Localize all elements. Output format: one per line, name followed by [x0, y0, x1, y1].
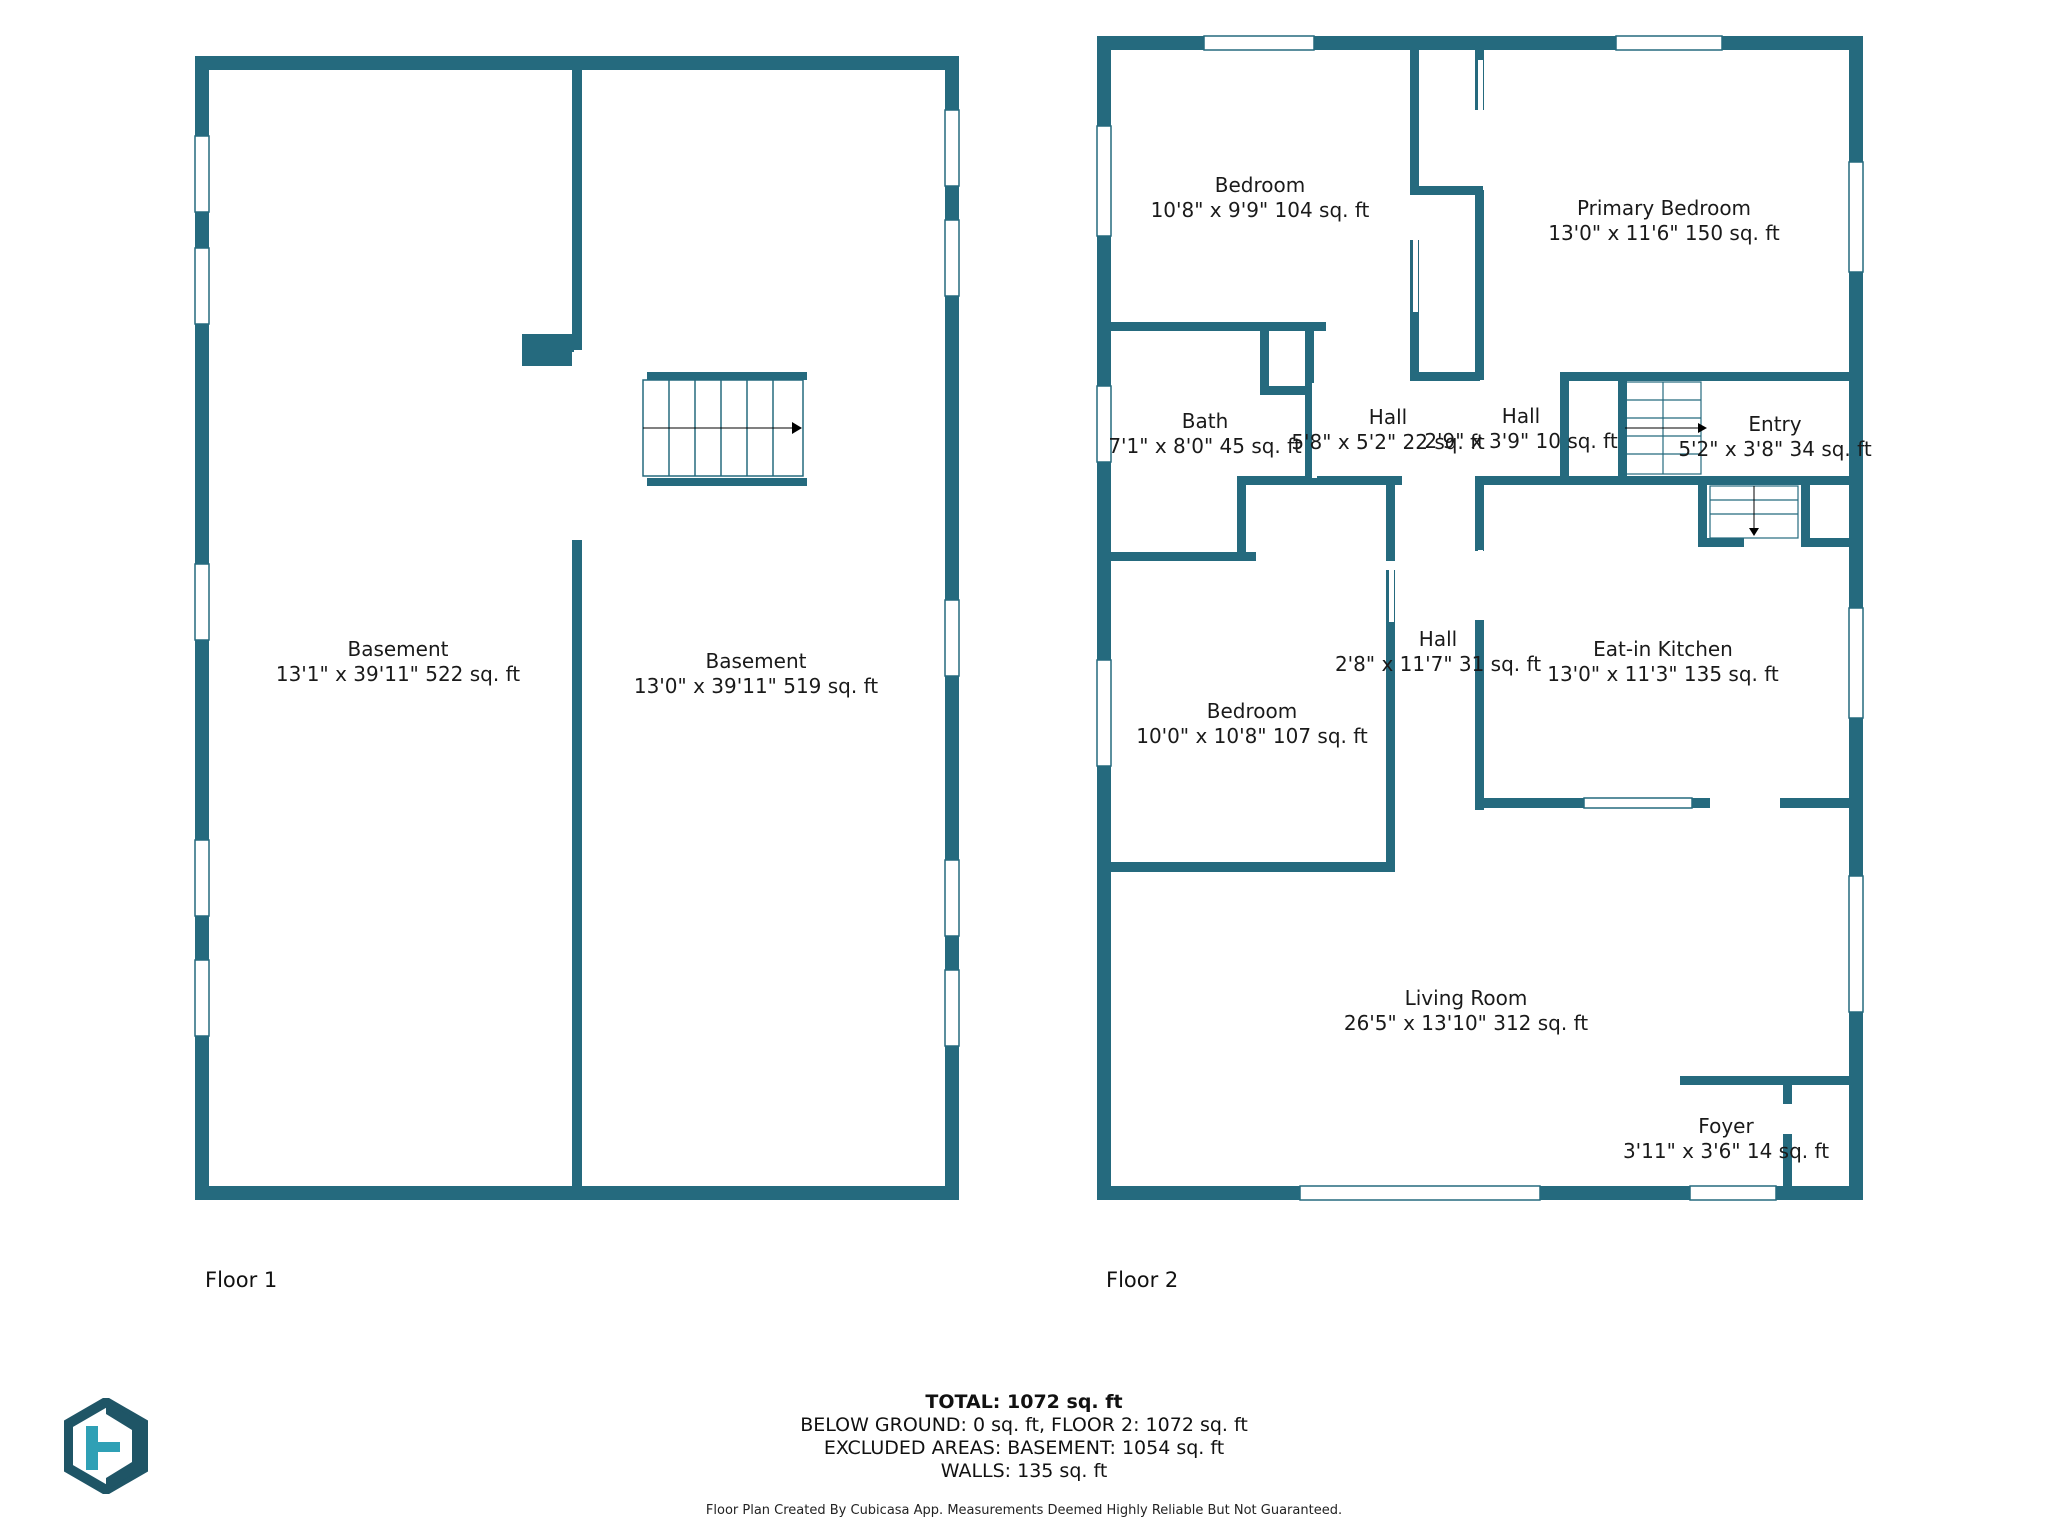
room-dims-basement-b: 13'0" x 39'11" 519 sq. ft [634, 674, 878, 698]
windows [194, 35, 1864, 1201]
floor-1-label: Floor 1 [205, 1268, 278, 1292]
room-name-foyer: Foyer [1698, 1114, 1754, 1138]
room-name-entry: Entry [1748, 412, 1801, 436]
room-name-basement-b: Basement [705, 649, 806, 673]
room-dims-hall-b: 2'9" x 3'9" 10 sq. ft [1424, 429, 1618, 453]
floor-2-label: Floor 2 [1106, 1268, 1179, 1292]
summary-below-ground: BELOW GROUND: 0 sq. ft, FLOOR 2: 1072 sq… [800, 1414, 1248, 1436]
room-dims-basement-a: 13'1" x 39'11" 522 sq. ft [276, 662, 520, 686]
room-name-hall-c: Hall [1419, 627, 1457, 651]
stairs-floor-2 [1624, 381, 1799, 539]
room-name-primary-bedroom: Primary Bedroom [1577, 196, 1751, 220]
room-name-basement-a: Basement [347, 637, 448, 661]
room-dims-bath: 7'1" x 8'0" 45 sq. ft [1108, 434, 1302, 458]
room-dims-entry: 5'2" x 3'8" 34 sq. ft [1678, 437, 1872, 461]
room-name-hall-a: Hall [1369, 405, 1407, 429]
disclaimer: Floor Plan Created By Cubicasa App. Meas… [705, 1503, 1343, 1518]
cubicasa-logo-icon [63, 1396, 149, 1496]
room-dims-hall-c: 2'8" x 11'7" 31 sq. ft [1335, 652, 1541, 676]
stairs-floor-1 [642, 379, 804, 477]
summary-total: TOTAL: 1072 sq. ft [925, 1391, 1123, 1413]
room-dims-eat-in-kitchen: 13'0" x 11'3" 135 sq. ft [1547, 662, 1779, 686]
room-name-living-room: Living Room [1405, 986, 1528, 1010]
room-name-hall-b: Hall [1502, 404, 1540, 428]
summary-excluded: EXCLUDED AREAS: BASEMENT: 1054 sq. ft [823, 1437, 1225, 1459]
room-dims-bedroom-mid: 10'0" x 10'8" 107 sq. ft [1136, 724, 1368, 748]
room-dims-living-room: 26'5" x 13'10" 312 sq. ft [1344, 1011, 1588, 1035]
door-openings [572, 60, 1780, 808]
room-name-bedroom-mid: Bedroom [1207, 699, 1297, 723]
floor-1-walls [195, 56, 959, 1200]
room-dims-hall-a: 5'8" x 5'2" 22 sq. ft [1291, 430, 1485, 454]
room-name-bath: Bath [1182, 409, 1229, 433]
room-dims-foyer: 3'11" x 3'6" 14 sq. ft [1623, 1139, 1829, 1163]
summary-walls: WALLS: 135 sq. ft [940, 1460, 1108, 1482]
room-dims-primary-bedroom: 13'0" x 11'6" 150 sq. ft [1548, 221, 1780, 245]
room-name-eat-in-kitchen: Eat-in Kitchen [1593, 637, 1733, 661]
area-summary: TOTAL: 1072 sq. ft BELOW GROUND: 0 sq. f… [0, 1391, 2048, 1483]
room-name-bedroom-top: Bedroom [1215, 173, 1305, 197]
room-dims-bedroom-top: 10'8" x 9'9" 104 sq. ft [1151, 198, 1370, 222]
